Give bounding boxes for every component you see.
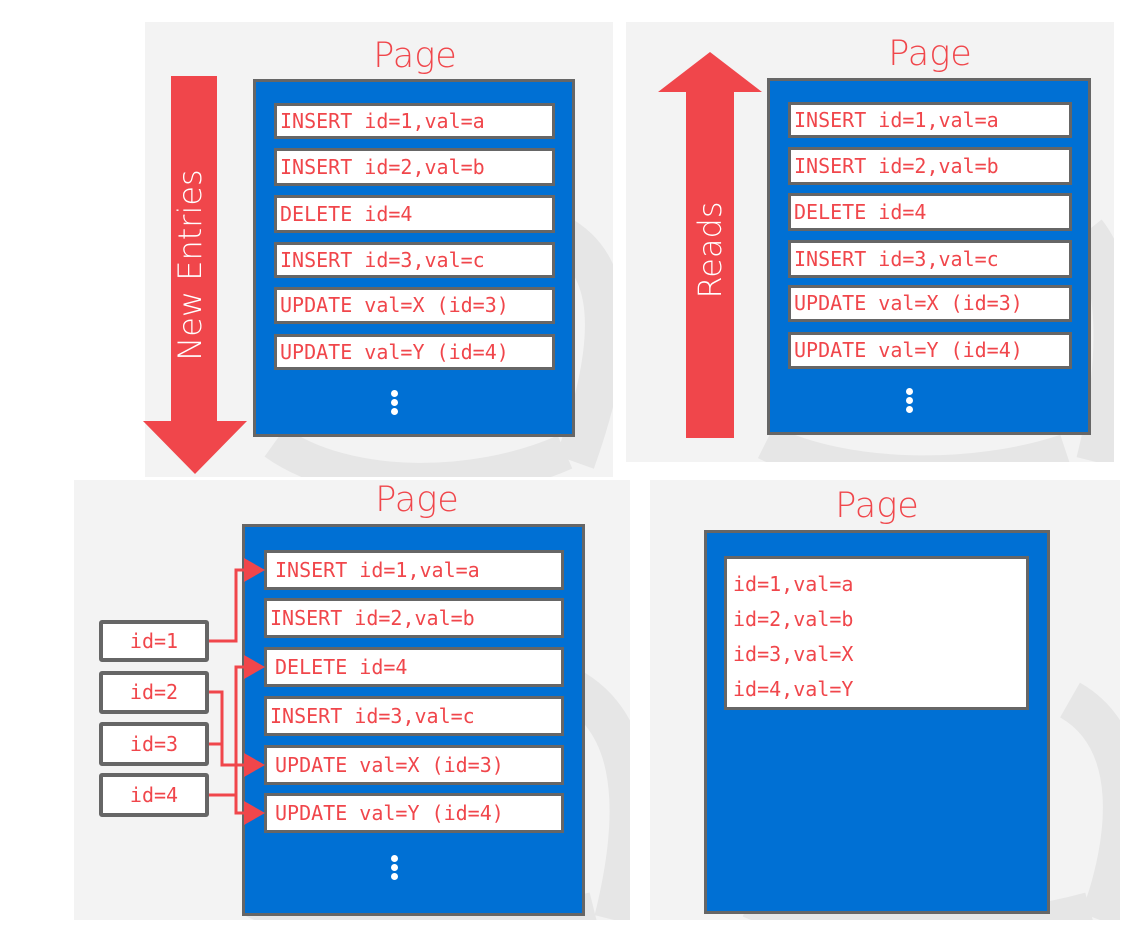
- log-entry: INSERT id=1,val=a: [264, 550, 564, 590]
- log-entry: INSERT id=1,val=a: [274, 103, 555, 139]
- result-row: id=2,val=b: [733, 607, 854, 631]
- page-title: Page: [375, 480, 459, 520]
- result-box: id=1,val=a id=2,val=b id=3,val=X id=4,va…: [724, 556, 1029, 710]
- log-entry: INSERT id=3,val=c: [274, 242, 555, 278]
- more-dots-icon: [906, 388, 914, 415]
- page-title: Page: [373, 36, 457, 76]
- reads-label: Reads: [691, 201, 729, 299]
- log-entry: INSERT id=2,val=b: [788, 147, 1072, 185]
- more-dots-icon: [391, 855, 399, 882]
- more-dots-icon: [391, 390, 399, 417]
- log-entry: DELETE id=4: [788, 193, 1072, 231]
- result-row: id=3,val=X: [733, 642, 854, 666]
- index-id-box: id=3: [99, 722, 209, 766]
- log-entry: INSERT id=2,val=b: [264, 598, 564, 638]
- log-entry: UPDATE val=Y (id=4): [264, 793, 564, 833]
- log-entry: UPDATE val=X (id=3): [274, 287, 555, 324]
- log-entry: DELETE id=4: [264, 647, 564, 687]
- log-entry: INSERT id=3,val=c: [264, 696, 564, 736]
- log-entry: UPDATE val=Y (id=4): [274, 334, 555, 370]
- log-entry: UPDATE val=X (id=3): [264, 745, 564, 785]
- result-row: id=4,val=Y: [733, 677, 854, 701]
- log-entry: UPDATE val=Y (id=4): [788, 332, 1072, 369]
- log-entry: DELETE id=4: [274, 195, 555, 233]
- background-cylinder: [757, 219, 1114, 462]
- index-pointer-arrows: [209, 558, 265, 825]
- index-id-box: id=1: [99, 620, 209, 662]
- log-entry: INSERT id=1,val=a: [788, 102, 1072, 138]
- log-entry: UPDATE val=X (id=3): [788, 285, 1072, 322]
- index-id-box: id=4: [99, 773, 209, 817]
- down-arrow-icon: [143, 76, 247, 474]
- result-row: id=1,val=a: [733, 572, 854, 596]
- page-title: Page: [888, 34, 972, 74]
- up-arrow-icon: [658, 52, 762, 438]
- page-title: Page: [835, 486, 919, 526]
- index-id-box: id=2: [99, 671, 209, 714]
- log-entry: INSERT id=2,val=b: [274, 148, 555, 186]
- log-entry: INSERT id=3,val=c: [788, 240, 1072, 278]
